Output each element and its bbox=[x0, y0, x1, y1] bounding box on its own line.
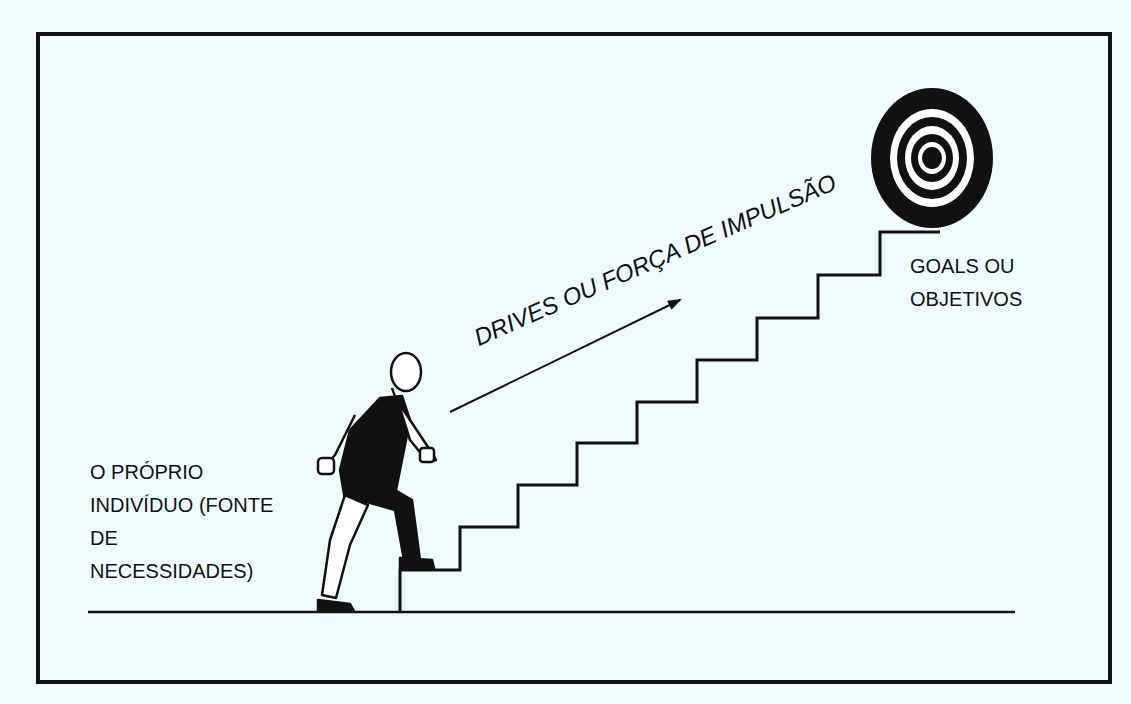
ground-line bbox=[88, 611, 1015, 614]
frame bbox=[38, 34, 1110, 682]
individual-label: O PRÓPRIO INDIVÍDUO (FONTE DE NECESSIDAD… bbox=[90, 456, 280, 588]
person-figure bbox=[318, 353, 436, 611]
target bbox=[871, 88, 993, 228]
goal-label: GOALS OU OBJETIVOS bbox=[910, 250, 1060, 316]
staircase bbox=[400, 232, 940, 612]
